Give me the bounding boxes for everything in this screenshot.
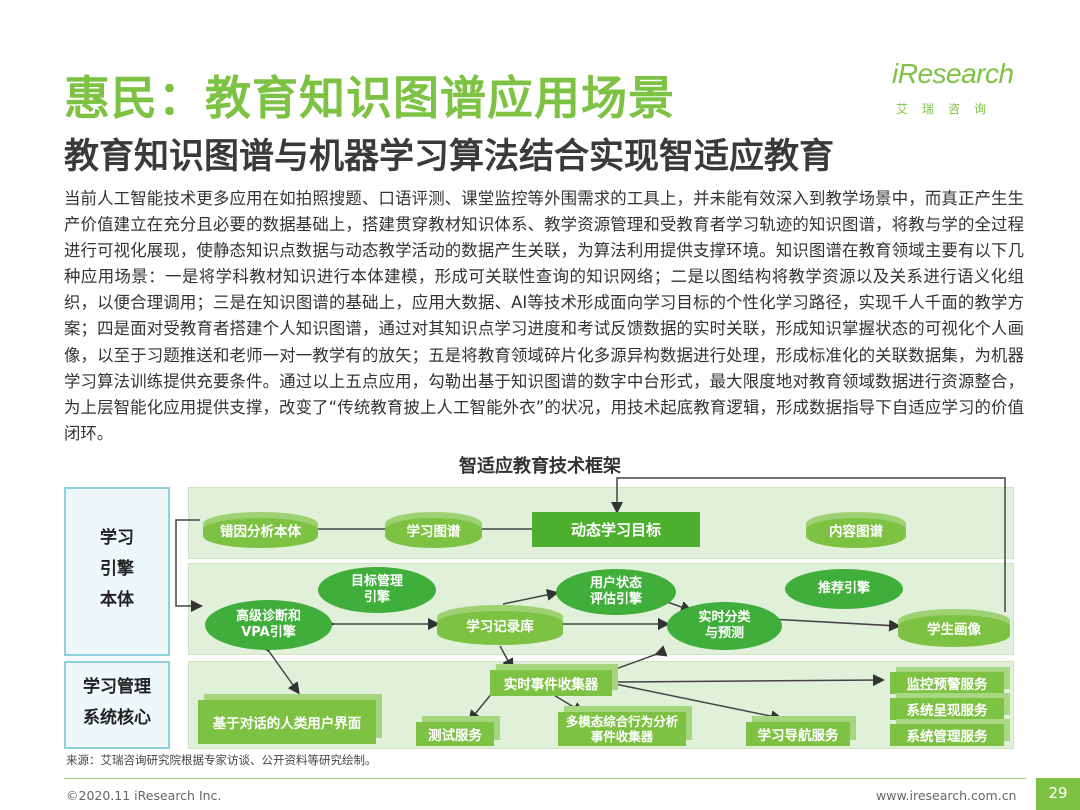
page-title: 惠民：教育知识图谱应用场景 — [64, 71, 675, 125]
node-learning-graph: 学习图谱 — [385, 512, 482, 548]
node-goal-mgmt: 目标管理 引擎 — [318, 567, 436, 613]
node-recommend: 推荐引擎 — [785, 569, 903, 609]
node-test-service: 测试服务 — [416, 722, 494, 746]
node-diagnosis: 高级诊断和 VPA引擎 — [205, 600, 332, 650]
node-student-profile: 学生画像 — [898, 609, 1010, 647]
body-text: 当前人工智能技术更多应用在如拍照搜题、口语评测、课堂监控等外围需求的工具上，并未… — [64, 189, 1024, 443]
node-event-collector: 实时事件收集器 — [490, 670, 612, 696]
node-manage-service: 系统管理服务 — [890, 724, 1004, 746]
body-paragraph: 当前人工智能技术更多应用在如拍照搜题、口语评测、课堂监控等外围需求的工具上，并未… — [64, 186, 1024, 447]
node-monitor-service: 监控预警服务 — [890, 672, 1004, 694]
logo-cn-text: 艾瑞咨询 — [896, 102, 1001, 116]
core-panel-label: 学习管理 系统核心 — [83, 677, 151, 728]
website-link[interactable]: www.iresearch.com.cn — [876, 788, 1017, 803]
node-error-analysis: 错因分析本体 — [203, 512, 318, 548]
source-note: 来源：艾瑞咨询研究院根据专家访谈、公开资料等研究绘制。 — [66, 753, 377, 767]
node-realtime-classify: 实时分类 与预测 — [667, 602, 782, 650]
copyright-text: ©2020.11 iResearch Inc. — [66, 788, 222, 803]
node-nav-service: 学习导航服务 — [746, 722, 850, 746]
node-dynamic-goal: 动态学习目标 — [532, 512, 700, 547]
node-multimodal: 多模态综合行为分析 事件收集器 — [558, 712, 686, 746]
core-panel: 学习管理 系统核心 — [64, 661, 170, 749]
engine-panel: 学习 引擎 本体 — [64, 487, 170, 656]
iresearch-logo: iResearch 艾瑞咨询 — [892, 58, 1032, 122]
page-subtitle: 教育知识图谱与机器学习算法结合实现智适应教育 — [64, 137, 835, 177]
node-dialogue-ui: 基于对话的人类用户界面 — [198, 700, 376, 744]
bottom-band — [188, 661, 1014, 749]
logo-text: iResearch — [892, 58, 1014, 89]
node-record-db: 学习记录库 — [437, 605, 563, 645]
page-number: 29 — [1036, 778, 1080, 810]
top-band — [188, 487, 1014, 559]
node-display-service: 系统呈现服务 — [890, 698, 1004, 720]
engine-panel-label: 学习 引擎 本体 — [100, 528, 134, 610]
middle-band — [188, 563, 1014, 655]
diagram-title: 智适应教育技术框架 — [459, 456, 621, 477]
footer-divider — [64, 778, 1026, 779]
node-content-graph: 内容图谱 — [806, 512, 906, 548]
node-user-state: 用户状态 评估引擎 — [556, 569, 676, 615]
